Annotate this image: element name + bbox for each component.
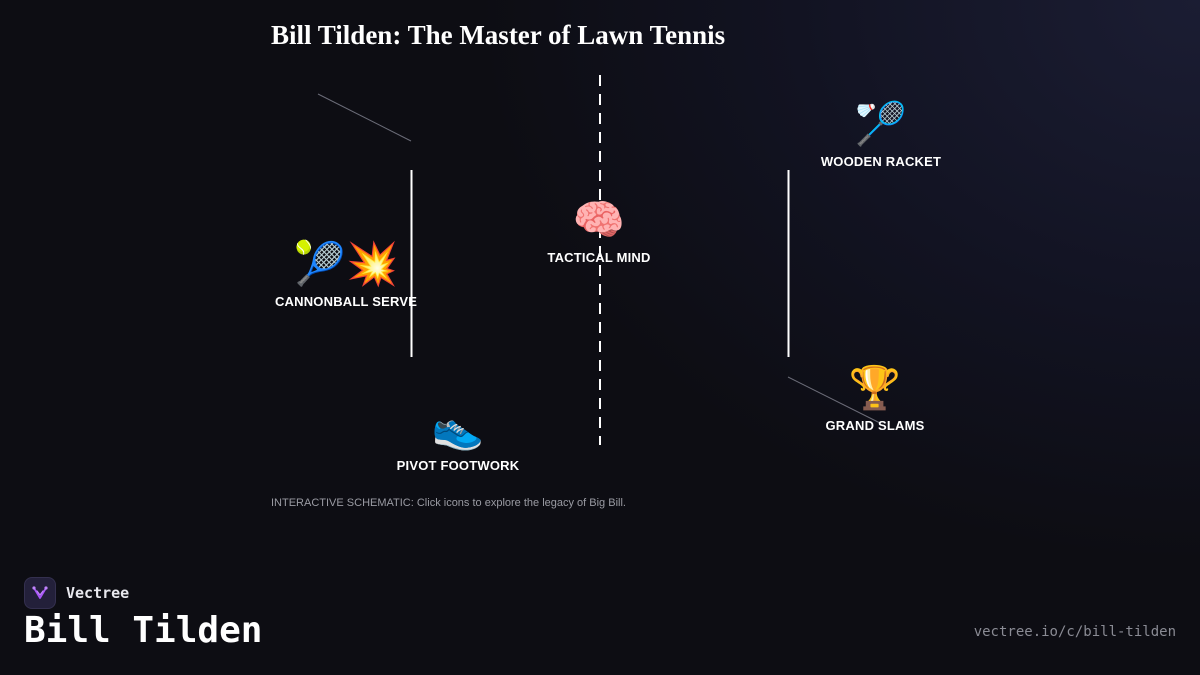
grand-slams-label: GRAND SLAMS <box>825 418 925 433</box>
node-tactical-mind[interactable]: 🧠 TACTICAL MIND <box>534 196 664 265</box>
tactical-mind-label: TACTICAL MIND <box>547 250 651 265</box>
node-grand-slams[interactable]: 🏆 GRAND SLAMS <box>815 364 935 433</box>
node-cannonball-serve[interactable]: 🎾💥 CANNONBALL SERVE <box>271 240 421 309</box>
wooden-racket-label: WOODEN RACKET <box>820 154 942 169</box>
node-pivot-footwork[interactable]: 👟 PIVOT FOOTWORK <box>388 404 528 473</box>
topic-name: Bill Tilden <box>24 610 263 651</box>
brand-name: Vectree <box>66 584 130 602</box>
vectree-logo-icon <box>24 577 56 609</box>
cannonball-serve-label: CANNONBALL SERVE <box>274 294 418 309</box>
brain-icon[interactable]: 🧠 <box>572 196 626 243</box>
tennis-serve-icon[interactable]: 🎾💥 <box>293 240 399 287</box>
racket-icon[interactable]: 🏸 <box>854 100 908 147</box>
brand[interactable]: Vectree <box>24 577 129 609</box>
sneaker-icon[interactable]: 👟 <box>431 404 485 451</box>
page-url[interactable]: vectree.io/c/bill-tilden <box>973 624 1176 640</box>
page-title: Bill Tilden: The Master of Lawn Tennis <box>271 20 726 50</box>
node-wooden-racket[interactable]: 🏸 WOODEN RACKET <box>811 100 951 169</box>
schematic-caption: INTERACTIVE SCHEMATIC: Click icons to ex… <box>271 497 626 509</box>
trophy-icon[interactable]: 🏆 <box>848 364 902 411</box>
diagonal-bottom-right <box>787 376 881 424</box>
diagonal-top-left <box>317 93 412 142</box>
pivot-footwork-label: PIVOT FOOTWORK <box>396 458 520 473</box>
